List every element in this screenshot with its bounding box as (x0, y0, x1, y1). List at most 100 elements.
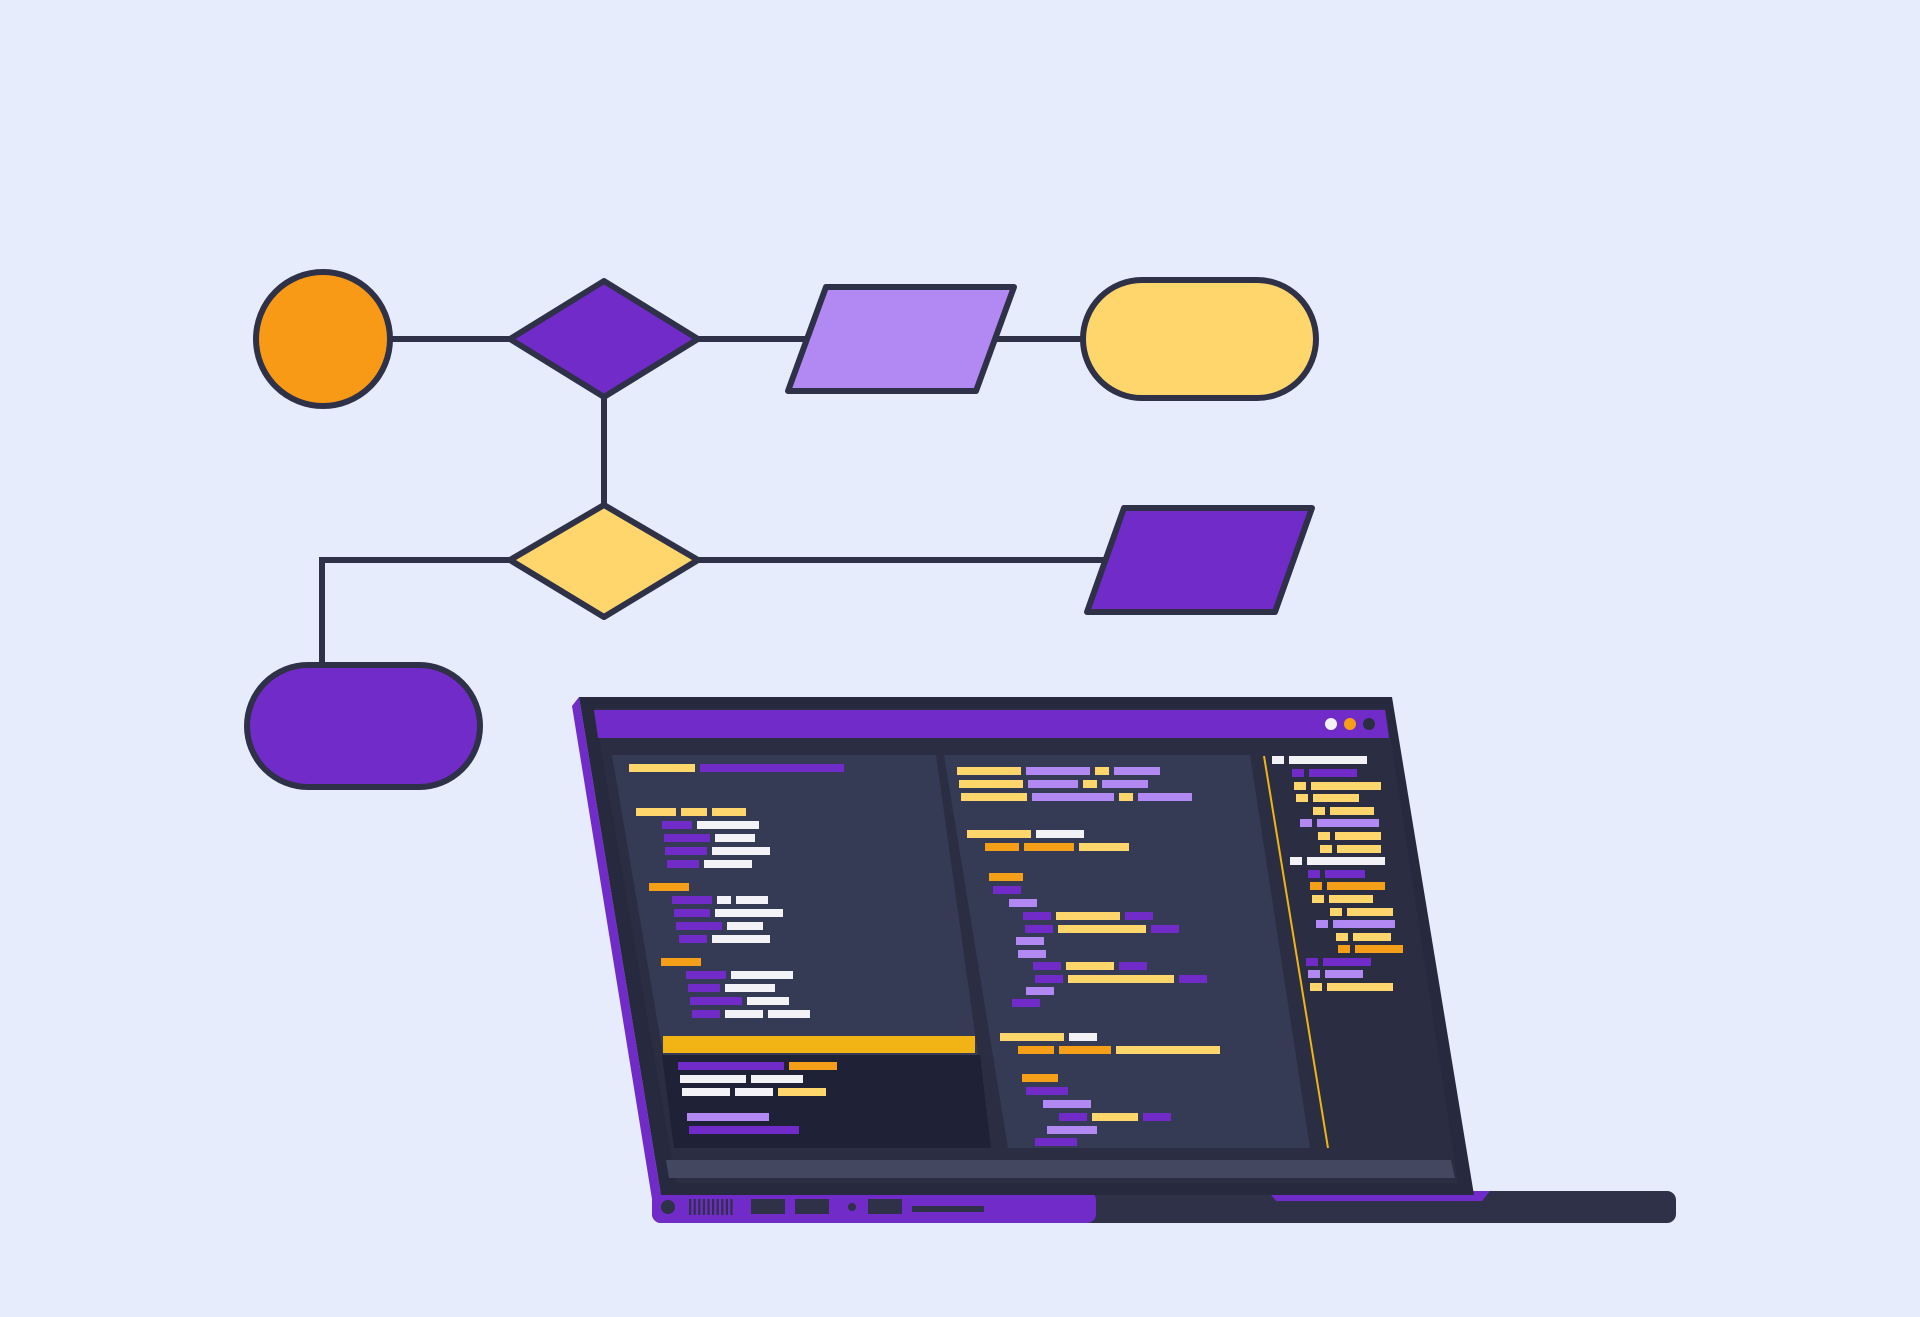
code-token (1114, 767, 1160, 775)
code-token (1059, 1113, 1087, 1121)
code-token (1024, 843, 1074, 851)
code-token (687, 1113, 769, 1121)
code-token (1296, 794, 1308, 802)
code-token (1318, 832, 1330, 840)
code-token (1289, 756, 1367, 764)
code-token (1025, 925, 1053, 933)
code-token (1079, 843, 1129, 851)
code-token (1311, 782, 1381, 790)
code-token (697, 821, 759, 829)
code-token (1325, 970, 1363, 978)
code-token (662, 821, 692, 829)
input-parallelogram-top (785, 284, 1017, 394)
vent-slot (693, 1199, 696, 1215)
connector-line (319, 557, 510, 668)
code-token (1179, 975, 1207, 983)
code-token (1353, 933, 1391, 941)
white-dot-icon[interactable] (1325, 718, 1337, 730)
code-token (1347, 908, 1393, 916)
code-token (1337, 845, 1381, 853)
code-token (1320, 845, 1332, 853)
terminal-highlight-bar[interactable] (663, 1036, 975, 1053)
decision-diamond-bottom (507, 502, 701, 620)
minimap-pane (1258, 755, 1443, 1148)
code-token (789, 1062, 837, 1070)
dark-dot-icon[interactable] (1363, 718, 1375, 730)
code-token (1330, 807, 1374, 815)
window-title-bar[interactable] (594, 710, 1389, 738)
code-token (1116, 1046, 1220, 1054)
port-icon (795, 1199, 829, 1214)
code-token (1018, 1046, 1054, 1054)
code-token (1035, 1138, 1077, 1146)
code-token (1068, 975, 1174, 983)
code-token (1083, 780, 1097, 788)
output-parallelogram-bottom (1084, 505, 1315, 615)
code-token (1308, 970, 1320, 978)
code-token (661, 958, 701, 966)
code-token (1310, 983, 1322, 991)
code-token (1355, 945, 1403, 953)
code-token (1151, 925, 1179, 933)
code-token (674, 909, 710, 917)
terminal-pill-bottom (244, 662, 483, 790)
power-icon[interactable] (661, 1200, 675, 1214)
orange-dot-icon[interactable] (1344, 718, 1356, 730)
code-token (1329, 895, 1373, 903)
code-token (725, 1010, 763, 1018)
code-token (1138, 793, 1192, 801)
code-token (689, 1126, 799, 1134)
code-token (1323, 958, 1371, 966)
vent-slot (730, 1199, 733, 1215)
code-token (686, 971, 726, 979)
code-token (712, 808, 746, 816)
code-token (1028, 780, 1078, 788)
code-token (664, 834, 710, 842)
code-token (1119, 962, 1147, 970)
code-token (1309, 769, 1357, 777)
code-token (1313, 807, 1325, 815)
code-token (712, 935, 770, 943)
code-token (715, 909, 783, 917)
code-token (1033, 962, 1061, 970)
code-token (1012, 999, 1040, 1007)
code-token (1292, 769, 1304, 777)
port-icon (751, 1199, 785, 1214)
code-token (1023, 912, 1051, 920)
code-token (727, 922, 763, 930)
laptop-lid-edge (572, 697, 661, 1199)
code-token (1313, 794, 1359, 802)
code-token (1294, 782, 1306, 790)
indicator-light-icon (848, 1203, 856, 1211)
code-token (1272, 756, 1284, 764)
code-token (629, 764, 695, 772)
code-token (967, 830, 1031, 838)
code-token (692, 1010, 720, 1018)
code-token (1066, 962, 1114, 970)
code-token (1035, 975, 1063, 983)
code-token (1308, 870, 1320, 878)
code-token (1338, 945, 1350, 953)
vent-slot (716, 1199, 719, 1215)
code-token (961, 793, 1027, 801)
code-token (681, 808, 707, 816)
vent-slot (725, 1199, 728, 1215)
slot-icon (912, 1206, 984, 1212)
code-token (1016, 937, 1044, 945)
code-token (1036, 830, 1084, 838)
vent-slot (698, 1199, 701, 1215)
laptop (572, 697, 1676, 1223)
code-token (636, 808, 676, 816)
code-token (1069, 1033, 1097, 1041)
code-token (1310, 882, 1322, 890)
code-token (1056, 912, 1120, 920)
vent-slot (721, 1199, 724, 1215)
code-token (688, 984, 720, 992)
code-token (778, 1088, 826, 1096)
code-token (1043, 1100, 1091, 1108)
code-token (1032, 793, 1114, 801)
code-token (680, 1075, 746, 1083)
vent-grille-icon (689, 1199, 733, 1215)
editor-status-strip (666, 1160, 1455, 1178)
code-token (1325, 870, 1365, 878)
